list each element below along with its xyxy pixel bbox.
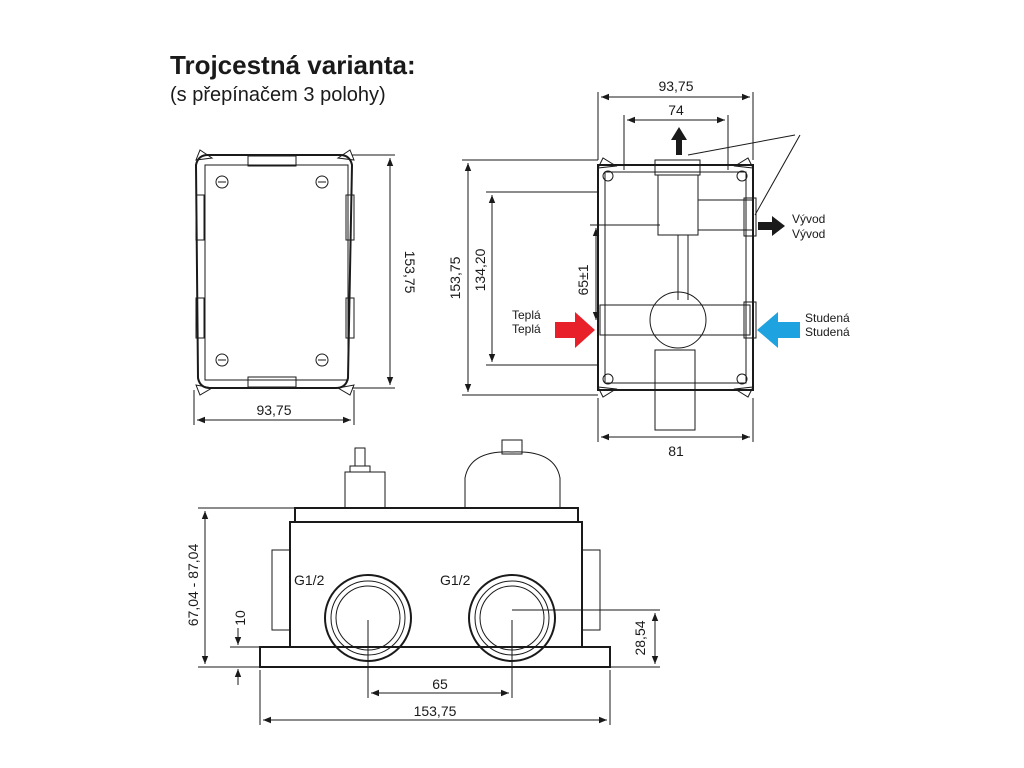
depth-range-dim: 67,04 - 87,04 — [185, 544, 201, 627]
front-height-dim: 153,75 — [402, 251, 418, 294]
outlet-label-1: Vývod — [792, 212, 825, 226]
port-right-label: G1/2 — [440, 572, 471, 588]
hot-label-1: Teplá — [512, 308, 541, 322]
front-width-dim: 93,75 — [256, 402, 291, 418]
hot-label-2: Teplá — [512, 322, 541, 336]
screw-icon — [215, 353, 229, 367]
port-height-dim: 28,54 — [632, 620, 648, 655]
diagram-title: Trojcestná varianta: — [170, 50, 416, 80]
side-height-inner-dim: 134,20 — [472, 248, 488, 291]
side-bottom-dim: 81 — [668, 443, 684, 459]
side-height-overall-dim: 153,75 — [447, 256, 463, 299]
port-spacing-dim: 65 — [432, 676, 448, 692]
outlet-label-2: Vývod — [792, 227, 825, 241]
outlet-right-arrow-icon — [758, 216, 785, 236]
side-port-height-dim: 65±1 — [575, 264, 591, 295]
front-view: 153,75 93,75 — [193, 149, 418, 425]
side-top-inner-dim: 74 — [668, 102, 684, 118]
offset-dim: 10 — [232, 610, 248, 626]
cold-water-arrow-icon — [757, 312, 800, 348]
bottom-view: G1/2 G1/2 67,04 - 87,04 10 28,54 65 153,… — [185, 439, 660, 725]
diagram-subtitle: (s přepínačem 3 polohy) — [170, 84, 386, 106]
screw-icon — [315, 175, 329, 189]
side-view: Vývod Vývod Teplá Teplá Studená Studená … — [447, 78, 850, 459]
cold-label-1: Studená — [805, 311, 850, 325]
port-left-label: G1/2 — [294, 572, 325, 588]
screw-icon — [315, 353, 329, 367]
outlet-up-arrow-icon — [671, 127, 687, 155]
side-top-overall-dim: 93,75 — [658, 78, 693, 94]
hot-water-arrow-icon — [555, 312, 595, 348]
screw-icon — [215, 175, 229, 189]
cold-label-2: Studená — [805, 325, 850, 339]
bottom-width-dim: 153,75 — [414, 703, 457, 719]
